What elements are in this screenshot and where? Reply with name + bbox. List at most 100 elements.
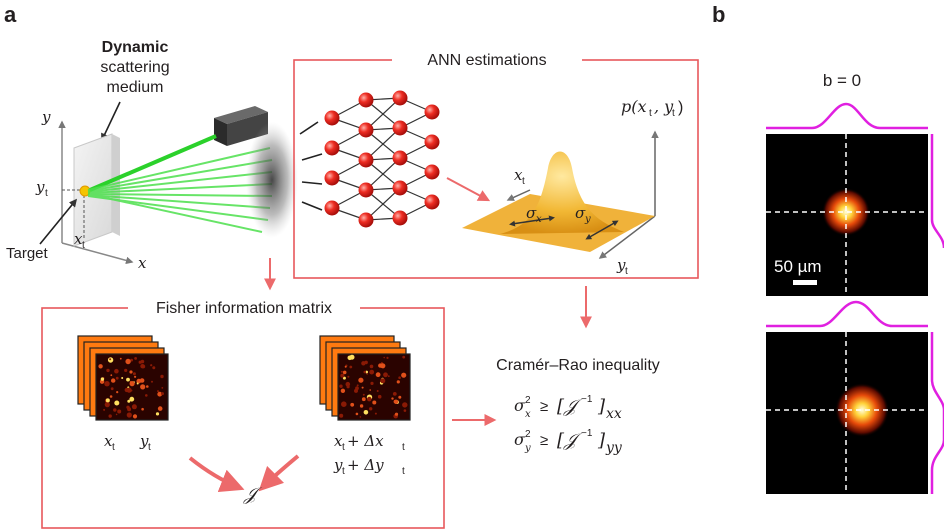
fisher-title: Fisher information matrix (156, 300, 332, 317)
scattered-beams (87, 147, 273, 233)
nn-node (324, 170, 340, 186)
speckle-dot (127, 407, 132, 412)
speckle-dot (370, 381, 374, 385)
beam-spot-1 (822, 188, 870, 236)
medium-label-line2: scattering (100, 59, 169, 76)
ineq1-sub: x (525, 409, 531, 420)
scale-bar-label: 50 µm (774, 257, 822, 276)
fisher-panel: Fisher information matrix x t y t x t + … (41, 296, 497, 529)
nn-node (324, 140, 340, 156)
ineq2-close: ] (597, 430, 606, 451)
speckle-dot (98, 364, 103, 369)
speckle-dot (106, 368, 110, 373)
speckle-dot (151, 380, 153, 383)
fisher-left-y-sub: t (148, 442, 151, 453)
speckle-dot (99, 379, 105, 384)
ineq2-rhs: [𝒥 (557, 430, 583, 451)
speckle-dot (119, 357, 122, 360)
ann-xt-label: x (514, 166, 523, 184)
speckle-dot (157, 390, 159, 393)
nn-node (392, 90, 408, 106)
speckle-dot (109, 358, 112, 361)
nn-node (424, 164, 440, 180)
target-label: Target (6, 245, 49, 262)
ineq2-geq: ≥ (540, 432, 548, 449)
sigma-x-arrow (509, 215, 555, 227)
ineq2-sub: y (524, 443, 531, 454)
cramer-title: Cramér–Rao inequality (496, 357, 660, 374)
ann-xt-sub: t (522, 176, 525, 187)
speckle-dot (355, 412, 359, 416)
speckle-dot (387, 375, 390, 378)
nn-node (392, 150, 408, 166)
nn-node (358, 92, 374, 108)
profile-side-2 (930, 332, 944, 494)
b-value-label: b = 0 (823, 71, 861, 90)
speckle-dot (129, 396, 135, 402)
fisher-right-line1: x t + Δx t (334, 432, 405, 453)
sigma-y-symbol: σ (575, 204, 586, 222)
speckle-dot (140, 364, 145, 369)
fisher-right-dy-sub: t (402, 466, 405, 477)
speckle-dot (365, 370, 368, 374)
speckle-dot (342, 376, 346, 380)
panel-b: b = 0 50 µm (766, 71, 944, 494)
speckle-dot (369, 407, 373, 411)
ann-box (293, 59, 699, 279)
speckle-dot (100, 377, 105, 381)
speckle-dot (398, 376, 401, 380)
speckle-dot (115, 376, 119, 380)
xt-axis-arrow (506, 189, 531, 201)
speckle-dot (157, 391, 163, 397)
speckle-dot (393, 399, 399, 404)
speckle-dot (126, 387, 132, 393)
speckle-stack-right (319, 335, 411, 421)
speckle-dot (127, 399, 131, 403)
speckle-dot (126, 377, 130, 382)
nn-node (324, 110, 340, 126)
speckle-dot (129, 381, 135, 387)
speckle-dot (157, 406, 163, 411)
speckle-dot (398, 395, 402, 399)
fisher-title-bg (128, 296, 360, 318)
speckle-dot (376, 390, 379, 392)
xt-label: x (74, 230, 83, 248)
speckle-dot (392, 392, 397, 396)
speckle-dot (361, 386, 364, 389)
speckle-dot (341, 401, 347, 408)
panel-label-a: a (4, 2, 17, 27)
nn-node (392, 120, 408, 136)
speckle-dot (344, 365, 347, 368)
nn-node (392, 180, 408, 196)
speckle-dot (131, 404, 137, 410)
speckle-dot (136, 382, 139, 385)
speckle-dot (126, 412, 132, 418)
fisher-left-x-sub: t (112, 442, 115, 453)
speckle-dot (350, 402, 355, 407)
nn-node (358, 212, 374, 228)
profile-top-1 (766, 102, 928, 130)
speckle-dot (104, 381, 110, 387)
speckle-dot (342, 370, 347, 375)
fisher-right-dy: + Δy (347, 456, 384, 474)
p-label-b: , y (654, 97, 674, 116)
speckle-dot (340, 370, 343, 373)
speckle-dot (139, 378, 145, 383)
speckle-dot (161, 392, 164, 396)
speckle-dot (367, 396, 372, 402)
nn-node (424, 194, 440, 210)
nn-node (358, 182, 374, 198)
speckle-dot (116, 391, 119, 394)
fisher-right-dx: + Δx (347, 432, 384, 450)
scale-bar (793, 280, 817, 285)
speckle-dot (114, 368, 119, 374)
speckle-dot (401, 372, 407, 378)
speckle-dot (369, 389, 372, 391)
yt-subscript: t (45, 188, 48, 199)
speckle-dot (105, 398, 110, 403)
yt-axis-arrow (598, 215, 656, 259)
speckle-dot (345, 381, 351, 387)
speckle-dot (340, 388, 346, 393)
